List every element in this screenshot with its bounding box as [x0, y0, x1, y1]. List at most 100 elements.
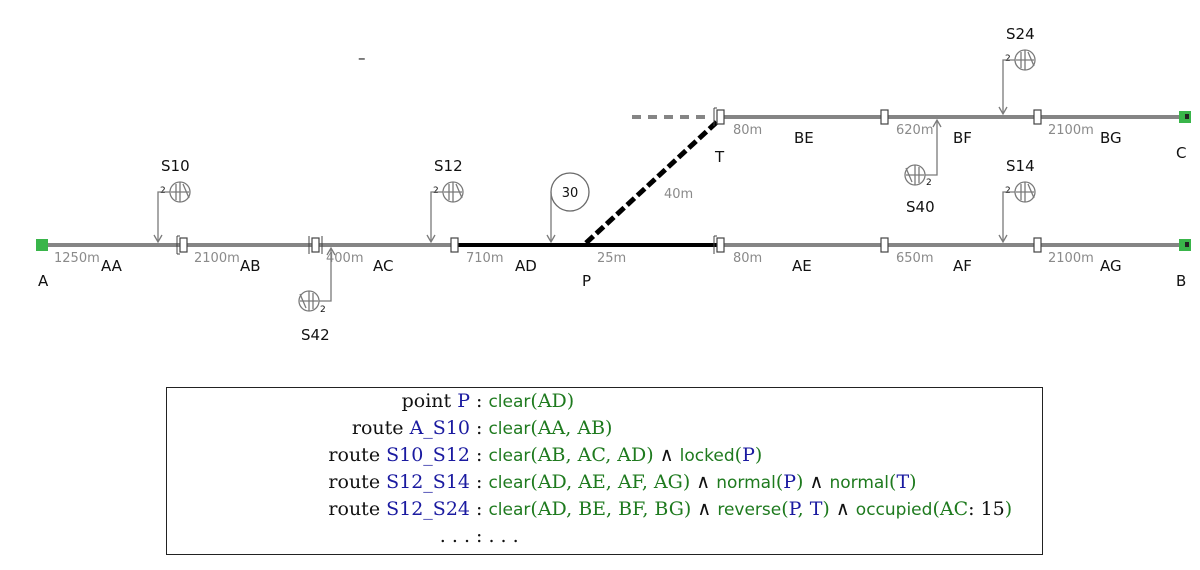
predicate-arg: AE: [578, 471, 606, 493]
signal-s42[interactable]: S42 2: [298, 246, 336, 344]
and-operator: ∧: [803, 471, 830, 493]
paren: ): [682, 471, 691, 493]
paren: (: [530, 390, 538, 412]
signal-s12[interactable]: S12 2: [426, 157, 464, 244]
section-ae-label: AE: [792, 257, 812, 275]
signal-s12-arrow: [426, 234, 436, 244]
predicate-arg: P: [783, 471, 797, 493]
speed-limit-sign[interactable]: 30: [546, 172, 590, 244]
section-ae-length: 80m: [733, 251, 762, 266]
signal-s24-post: [1002, 59, 1015, 113]
signal-s14-aspects: 2: [1005, 186, 1011, 196]
paren: (: [530, 498, 538, 520]
condition-expression: : clear(AD, BE, BF, BG) ∧ reverse(P, T) …: [476, 496, 1012, 524]
signal-s12-aspects: 2: [433, 186, 439, 196]
section-aa-label: AA: [101, 257, 123, 275]
and-operator: ∧: [653, 444, 680, 466]
predicate-arg: AC: [577, 444, 606, 466]
signal-s12-head-icon: [442, 181, 464, 203]
stray-mark: –: [358, 49, 366, 67]
condition-subject: route S12_S14: [328, 469, 470, 496]
paren: (: [530, 417, 538, 439]
predicate-arg: AD: [617, 444, 647, 466]
paren: ): [1004, 498, 1013, 520]
condition-name: A_S10: [409, 417, 470, 439]
paren: ): [796, 471, 804, 493]
signal-s40-arrow: [932, 118, 942, 128]
condition-kind: route: [351, 417, 410, 439]
predicate-arg: P: [742, 444, 755, 466]
comma: ,: [565, 417, 578, 439]
joint-ad: [450, 237, 459, 253]
predicate-arg: AC: [939, 498, 969, 520]
section-af-label: AF: [953, 257, 972, 275]
condition-name: S10_S12: [386, 444, 470, 466]
paren: ): [683, 498, 692, 520]
predicate-name: clear: [488, 473, 531, 493]
joint-ac: [308, 236, 323, 254]
condition-expression: : . . .: [476, 523, 519, 550]
paren: (: [530, 444, 538, 466]
condition-separator: :: [476, 390, 489, 412]
condition-subject: route S12_S24: [328, 496, 470, 523]
signal-s14-arrow: [998, 234, 1008, 244]
predicate-name: normal: [829, 473, 890, 493]
signal-s40-aspects: 2: [926, 178, 932, 188]
signal-s40-name: S40: [906, 198, 935, 216]
signal-s10-post: [157, 191, 170, 241]
section-ab-label: AB: [240, 257, 261, 275]
predicate-name: locked: [679, 446, 735, 466]
node-b-label: B: [1176, 272, 1186, 290]
section-be-label: BE: [794, 129, 814, 147]
paren: ): [566, 390, 575, 412]
paren: (: [889, 471, 897, 493]
condition-kind: route: [328, 444, 387, 466]
signal-s42-post: [319, 249, 332, 302]
signal-s42-name: S42: [301, 326, 330, 344]
signal-s10[interactable]: S10 2: [153, 157, 191, 244]
predicate-name: clear: [488, 392, 531, 412]
paren: (: [775, 471, 784, 493]
condition-expression: : clear(AA, AB): [476, 415, 612, 443]
section-crossover-length: 40m: [664, 187, 693, 202]
condition-expression: : clear(AD): [476, 388, 574, 416]
paren: (: [734, 444, 743, 466]
signal-s14[interactable]: S14 2: [998, 157, 1036, 244]
joint-bf: [880, 109, 889, 125]
comma: ,: [605, 471, 618, 493]
speed-limit-value: 30: [562, 186, 579, 201]
joint-af: [880, 237, 889, 253]
predicate-arg: AG: [653, 471, 683, 493]
predicate-arg: AD: [537, 471, 567, 493]
section-ag-length: 2100m: [1048, 251, 1094, 266]
comma: ,: [566, 471, 579, 493]
point-p-label: P: [582, 272, 591, 290]
and-operator: ∧: [691, 498, 718, 520]
point-t-label: T: [714, 148, 725, 166]
paren: ): [646, 444, 654, 466]
signal-s40[interactable]: S40 2: [904, 118, 942, 216]
paren: ): [909, 471, 917, 493]
signal-s14-name: S14: [1006, 157, 1035, 175]
predicate-arg: AB: [537, 444, 566, 466]
condition-subject: route S10_S12: [328, 442, 470, 469]
section-ab-length: 2100m: [194, 251, 240, 266]
comma: ,: [642, 498, 655, 520]
comma: ,: [797, 498, 810, 520]
predicate-arg: T: [896, 471, 910, 493]
signal-s42-head-icon: [298, 290, 320, 312]
signal-s10-head-icon: [169, 181, 191, 203]
paren: ): [605, 417, 613, 439]
condition-kind: point: [401, 390, 458, 412]
signal-s24[interactable]: S24 2: [998, 25, 1036, 116]
comma: ,: [566, 498, 579, 520]
condition-expression: : clear(AB, AC, AD) ∧ locked(P): [476, 442, 762, 470]
condition-ellipsis: . . .: [488, 525, 519, 547]
predicate-arg-count: : 15: [968, 498, 1005, 520]
signal-s10-aspects: 2: [160, 186, 166, 196]
section-bg-length: 2100m: [1048, 123, 1094, 138]
condition-kind: route: [328, 498, 387, 520]
section-ag-label: AG: [1100, 257, 1122, 275]
speed-limit-arrow: [546, 234, 556, 244]
joint-ab: [176, 235, 188, 255]
